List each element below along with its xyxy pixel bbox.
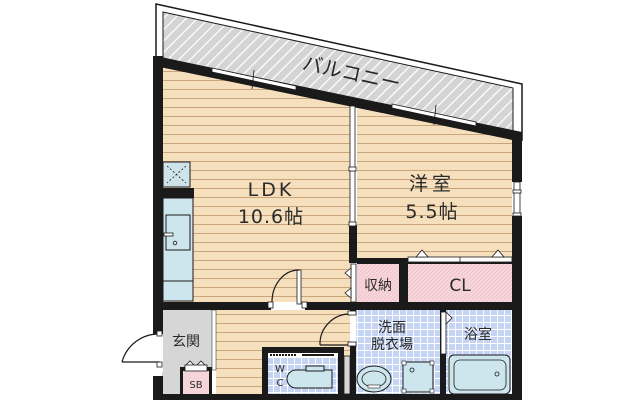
ldk-floor [162, 64, 352, 302]
range-hood [162, 161, 194, 198]
western-room-floor [357, 106, 512, 258]
bathroom-label: 浴室 [464, 326, 492, 343]
closet-label: CL [449, 276, 471, 296]
window-side [512, 181, 522, 217]
washing-machine-pan [401, 360, 435, 394]
washroom-door [319, 310, 357, 347]
shoe-box-label: SB [189, 380, 202, 391]
entrance-door [121, 330, 163, 372]
window-western [391, 103, 477, 127]
storage-label: 収納 [364, 278, 392, 294]
wash-basin [356, 365, 392, 393]
closet-floor [408, 264, 512, 302]
western-room-name: 洋室 [409, 173, 455, 195]
sliding-door-ldk-western [348, 105, 357, 227]
entrance-label: 玄関 [172, 333, 200, 350]
shoe-box [180, 360, 212, 394]
toilet-label-w: W [275, 364, 285, 375]
kitchen-counter [162, 197, 194, 302]
washroom-label-line1: 洗面 [378, 320, 406, 336]
ldk-size: 10.6帖 [238, 206, 304, 228]
storage-floor [357, 264, 399, 302]
storage-doors [344, 263, 357, 303]
western-room-size: 5.5帖 [405, 201, 458, 223]
bathtub [448, 354, 511, 395]
balcony: バルコニー [155, 3, 523, 141]
ldk-door [267, 269, 308, 309]
ldk-name: LDK [248, 179, 295, 201]
entrance-step [211, 309, 217, 371]
washroom-label-line2: 脱衣場 [371, 337, 413, 353]
toilet-fixture [268, 353, 351, 395]
toilet-label-c: C [277, 378, 284, 389]
window-ldk [211, 67, 297, 91]
closet-doors [407, 249, 513, 263]
bathroom-door [440, 311, 453, 355]
